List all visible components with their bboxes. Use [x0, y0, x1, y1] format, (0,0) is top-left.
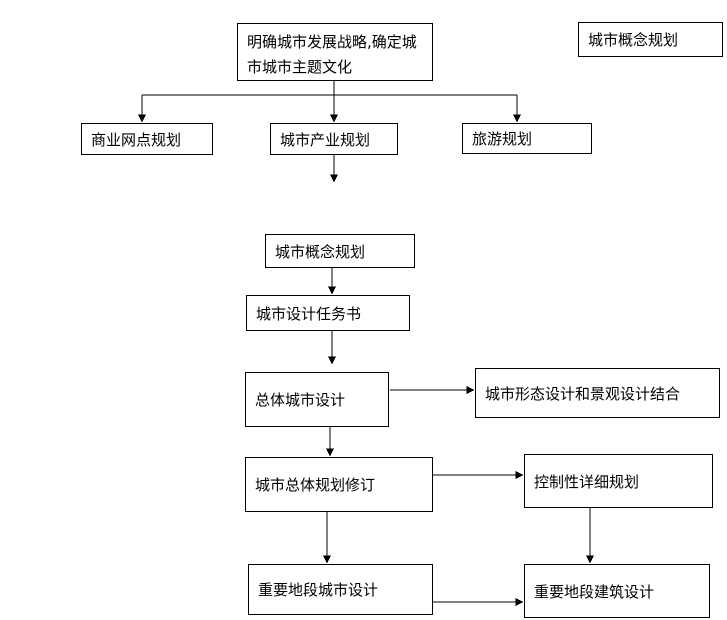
- node-concept-plan-mid: 城市概念规划: [265, 234, 415, 268]
- node-master-plan-revision: 城市总体规划修订: [245, 457, 433, 512]
- node-tourism-plan: 旅游规划: [462, 123, 592, 154]
- node-master-plan-revision-label: 城市总体规划修订: [255, 476, 376, 494]
- node-design-task-book: 城市设计任务书: [246, 295, 410, 331]
- node-tourism-plan-label: 旅游规划: [472, 130, 533, 148]
- node-regulatory-detailed-plan-label: 控制性详细规划: [534, 472, 640, 491]
- node-overall-urban-design-label: 总体城市设计: [255, 391, 346, 409]
- node-concept-plan-mid-label: 城市概念规划: [275, 242, 366, 261]
- node-key-area-urban-design-label: 重要地段城市设计: [258, 581, 379, 599]
- node-strategy: 明确城市发展战略,确定城市城市主题文化: [237, 23, 433, 81]
- node-morphology-landscape-design-label: 城市形态设计和景观设计结合: [485, 384, 681, 403]
- node-commercial-network-plan: 商业网点规划: [81, 123, 213, 155]
- node-urban-industry-plan: 城市产业规划: [270, 123, 398, 155]
- node-key-area-urban-design: 重要地段城市设计: [248, 564, 433, 615]
- node-key-area-architecture-design: 重要地段建筑设计: [524, 564, 710, 618]
- node-regulatory-detailed-plan: 控制性详细规划: [524, 454, 713, 508]
- node-commercial-network-plan-label: 商业网点规划: [91, 130, 182, 149]
- node-morphology-landscape-design: 城市形态设计和景观设计结合: [475, 368, 720, 418]
- node-key-area-architecture-design-label: 重要地段建筑设计: [534, 582, 655, 601]
- node-design-task-book-label: 城市设计任务书: [256, 304, 362, 323]
- node-concept-plan-top: 城市概念规划: [578, 22, 723, 57]
- node-urban-industry-plan-label: 城市产业规划: [280, 130, 371, 149]
- node-strategy-label: 明确城市发展战略,确定城市城市主题文化: [247, 33, 417, 76]
- node-concept-plan-top-label: 城市概念规划: [588, 31, 679, 49]
- node-overall-urban-design: 总体城市设计: [245, 372, 389, 427]
